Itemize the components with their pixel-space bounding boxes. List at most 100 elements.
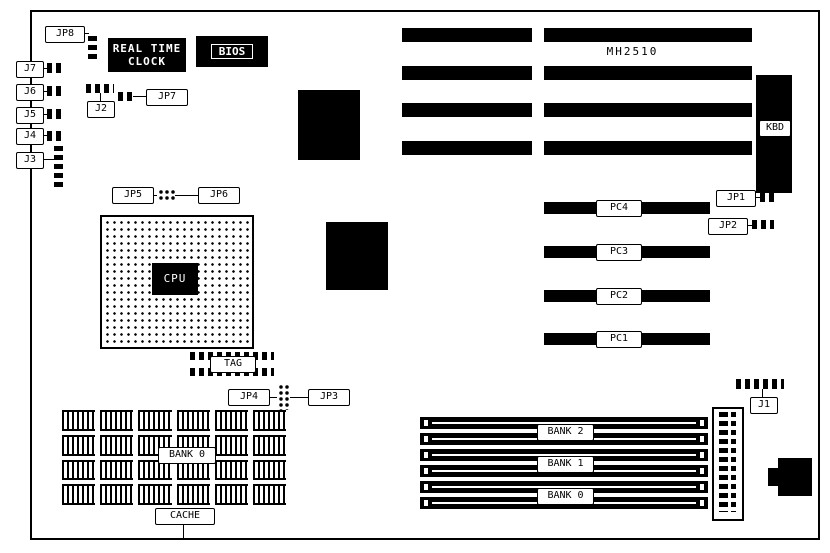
- cache-label: CACHE: [155, 508, 215, 525]
- cache-chip-socket: [176, 484, 210, 505]
- jp6-label: JP6: [198, 187, 240, 204]
- connector-line: [42, 135, 47, 136]
- jp3-jp4-jumper-block: [277, 383, 290, 410]
- rtc-label-line1: REAL TIME: [112, 42, 182, 55]
- cache-chip-socket: [214, 410, 248, 431]
- connector-line: [290, 397, 308, 398]
- cache-chip-socket: [138, 459, 172, 481]
- cache-chip-socket: [100, 459, 134, 481]
- j5-label: J5: [16, 107, 44, 124]
- power-connector: [712, 407, 744, 521]
- tag-ram-socket: TAG: [190, 352, 274, 376]
- isa-slot-segment: [402, 66, 532, 80]
- connector-line: [42, 159, 54, 160]
- simm-bank2-label: BANK 2: [537, 424, 594, 441]
- isa-slot-segment: [544, 28, 752, 42]
- external-port-connector: [778, 458, 812, 496]
- power-connector-pins: [731, 412, 736, 512]
- simm-bank0-label: BANK 0: [537, 488, 594, 505]
- j7-connector: [47, 63, 63, 73]
- cpu-socket: CPU: [100, 215, 254, 349]
- connector-line: [183, 524, 184, 538]
- jp4-label: JP4: [228, 389, 270, 406]
- jp8-jumper: [88, 36, 97, 62]
- cache-socket-array: [62, 410, 286, 505]
- cache-chip-socket: [176, 410, 210, 431]
- cache-chip-socket: [214, 434, 248, 456]
- tag-label: TAG: [210, 356, 256, 373]
- jp7-label: JP7: [146, 89, 188, 106]
- jp2-jumper: [752, 220, 774, 229]
- connector-line: [83, 33, 89, 34]
- jp2-label: JP2: [708, 218, 748, 235]
- connector-line: [42, 114, 47, 115]
- rtc-label-line2: CLOCK: [127, 55, 167, 68]
- cache-chip-socket: [214, 459, 248, 481]
- connector-line: [152, 195, 157, 196]
- cache-chip-socket: [252, 434, 286, 456]
- isa-slot-segment: [544, 103, 752, 117]
- connector-line: [175, 195, 198, 196]
- cache-chip-socket: [252, 410, 286, 431]
- j3-connector: [54, 146, 63, 188]
- cache-chip-socket: [252, 484, 286, 505]
- kbd-label: KBD: [759, 120, 791, 137]
- j4-label: J4: [16, 128, 44, 145]
- isa-slot-segment: [544, 66, 752, 80]
- connector-line: [100, 93, 101, 101]
- pc3-slot-label: PC3: [596, 244, 642, 261]
- simm-slot: [420, 417, 708, 429]
- power-connector-pins: [719, 412, 728, 512]
- real-time-clock-chip: REAL TIME CLOCK: [108, 38, 186, 72]
- jp7-jumper: [118, 92, 133, 101]
- jp5-label: JP5: [112, 187, 154, 204]
- cache-chip-socket: [100, 410, 134, 431]
- bios-label: BIOS: [210, 44, 254, 59]
- external-port-connector: [768, 468, 780, 486]
- j5-connector: [47, 109, 63, 119]
- jp3-label: JP3: [308, 389, 350, 406]
- connector-line: [268, 397, 277, 398]
- cpu-label: CPU: [152, 263, 198, 295]
- connector-line: [42, 68, 47, 69]
- connector-line: [762, 389, 763, 397]
- cache-chip-socket: [138, 410, 172, 431]
- j2-connector: [86, 84, 114, 93]
- j6-connector: [47, 86, 63, 96]
- j7-label: J7: [16, 61, 44, 78]
- j3-label: J3: [16, 152, 44, 169]
- qfp-chip: [298, 90, 360, 160]
- bios-chip: BIOS: [196, 36, 268, 67]
- j1-label: J1: [750, 397, 778, 414]
- cache-chip-socket: [62, 434, 96, 456]
- cache-chip-socket: [62, 484, 96, 505]
- connector-line: [754, 197, 760, 198]
- cache-chip-socket: [252, 459, 286, 481]
- cache-chip-socket: [100, 484, 134, 505]
- cache-bank0-label: BANK 0: [158, 447, 216, 464]
- simm-slot: [420, 481, 708, 493]
- j4-connector: [47, 131, 63, 141]
- board-outline: [30, 10, 820, 540]
- connector-line: [746, 225, 752, 226]
- j6-label: J6: [16, 84, 44, 101]
- isa-slot-segment: [402, 28, 532, 42]
- pc2-slot-label: PC2: [596, 288, 642, 305]
- board-model-text: MH2510: [606, 45, 659, 58]
- pc4-slot-label: PC4: [596, 200, 642, 217]
- cache-chip-socket: [138, 484, 172, 505]
- isa-slot-segment: [402, 141, 532, 155]
- jp5-jp6-jumper-block: [157, 188, 175, 202]
- simm-bank1-label: BANK 1: [537, 456, 594, 473]
- cache-chip-socket: [62, 459, 96, 481]
- cache-chip-socket: [62, 410, 96, 431]
- connector-line: [42, 91, 47, 92]
- pc1-slot-label: PC1: [596, 331, 642, 348]
- j2-label: J2: [87, 101, 115, 118]
- jp8-label: JP8: [45, 26, 85, 43]
- connector-line: [133, 96, 146, 97]
- jp1-jumper: [760, 193, 774, 202]
- simm-slot: [420, 449, 708, 461]
- isa-slot-segment: [544, 141, 752, 155]
